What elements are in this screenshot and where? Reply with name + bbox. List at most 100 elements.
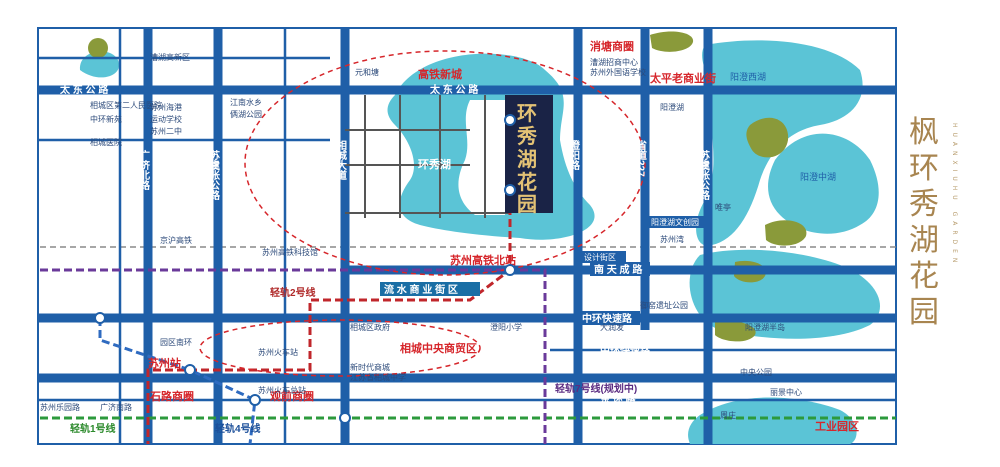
area-shejiejie: 设计街区: [584, 252, 616, 262]
place-label: 园区南环: [160, 337, 192, 347]
place-label: 苏州外国语学校: [590, 67, 646, 77]
lake-huanxiuhu-inner: [458, 100, 505, 215]
project-char-5: 园: [517, 192, 537, 216]
place-label: 苏州高铁科技馆: [262, 247, 318, 257]
place-label: 唯亭: [715, 202, 731, 212]
road-label-sumao-east: 苏虞张公路: [698, 149, 710, 201]
road-label-guangji: 广济北路: [138, 149, 150, 191]
island-5: [715, 320, 756, 342]
island-3: [765, 220, 807, 246]
project-char-3: 湖: [517, 147, 537, 171]
project-char-1: 环: [517, 101, 537, 125]
place-label: 漕湖招商中心: [590, 57, 638, 67]
road-label-chengyang: 澄阳路: [568, 139, 580, 171]
place-label: 苏州二中: [150, 126, 182, 136]
metro-station-icon: [249, 394, 261, 406]
local-grid: [345, 95, 510, 218]
area-shishang: 石路商圈: [149, 389, 194, 403]
place-label: 运动学校: [150, 114, 182, 124]
island-6: [88, 38, 108, 58]
road-label-nantian: 南 天 成 路: [594, 263, 643, 276]
metro-label-line2: 轻轨2号线: [270, 286, 316, 299]
project-char-2: 秀: [516, 124, 537, 148]
metro-line-7: [40, 268, 547, 444]
place-label: 大润发: [600, 322, 624, 332]
area-gaotie-xincheng: 高铁新城: [418, 67, 462, 81]
brand-char: 枫: [909, 115, 939, 150]
cbd-zone-ellipse: [199, 319, 481, 377]
place-label: 江苏省相城中学: [350, 372, 406, 382]
area-yangcheng-zhonghu: 阳澄中湖: [800, 171, 836, 182]
island-2: [650, 31, 694, 52]
place-label: 苏州湾: [660, 234, 684, 244]
island-1: [746, 117, 789, 158]
place-label: 御窑遗址公园: [640, 300, 688, 310]
road-tag-nantian-bg: [590, 262, 650, 276]
place-label: 相城医院: [90, 137, 122, 147]
road-label-taidong-mid: 太 东 公 路: [429, 83, 479, 96]
area-yangcheng-xihu: 阳澄西湖: [730, 71, 766, 82]
place-label: 苏州火车总站: [258, 385, 306, 395]
place-label: 丽景中心: [770, 387, 802, 397]
brand-char: 湖: [909, 223, 939, 258]
metro-line-4: [98, 318, 257, 445]
road-label-xiangcheng: 相城大道: [335, 139, 347, 181]
station-jinghu: 京沪高铁: [160, 235, 192, 245]
place-label: 新时代商城: [350, 362, 390, 372]
place-label: 江南水乡: [230, 97, 262, 107]
place-label: 阳澄湖: [660, 102, 684, 112]
area-xiaotang: 消塘商圈: [590, 39, 634, 53]
road-label-shengcheng: 省道227: [635, 139, 648, 177]
road-label-zhonghuan-east: 中环快速路: [600, 344, 651, 357]
area-liushui-bg: [380, 282, 480, 296]
area-xiangcheng-cbd: 相城中央商贸区: [400, 341, 477, 355]
brand-subtitle: HUANXIUHU GARDEN: [951, 123, 958, 268]
place-label: 俩湖公园: [230, 109, 262, 119]
lake-yangcheng-mid: [768, 133, 879, 234]
metro-label-line7: 轻轨7号线(规划中): [555, 382, 637, 395]
station-suzhou: 苏州站: [148, 356, 181, 370]
metro-station-icon: [504, 264, 516, 276]
road-label-sumao: 苏虞张公路: [208, 149, 220, 201]
area-wenchuang-bg: [648, 216, 708, 228]
place-label: 澄阳小学: [490, 322, 522, 332]
road-label-zhonghuan: 中环快速路: [582, 312, 633, 325]
road-tag-zhonghuan-bg: [578, 311, 640, 325]
place-label: 广济南路: [100, 402, 132, 412]
road-label-dongshan: 东 环 路: [600, 393, 637, 406]
place-label: 相城区第二人民医院: [90, 100, 162, 110]
place-label: 中环新苑: [90, 114, 122, 124]
place-label: 苏州海港: [150, 102, 182, 112]
brand-char: 秀: [909, 187, 939, 222]
vertical-roads-thin: [118, 28, 287, 444]
metro-station-icon: [504, 184, 516, 196]
gaotie-zone-ellipse: [244, 50, 646, 276]
station-suzhou-gaotie: 苏州高铁北站: [450, 253, 516, 267]
area-taiping: 太平老商业街: [649, 71, 716, 85]
place-label: 苏州乐园路: [40, 402, 80, 412]
area-huanxiuhu: 环秀湖: [418, 157, 451, 171]
place-label: 漕湖高新区: [150, 52, 190, 62]
place-label: 周庄: [720, 410, 736, 420]
road-label-taidong-left: 太 东 公 路: [59, 83, 109, 96]
lake-jinji: [688, 397, 857, 444]
place-label: 苏州火车站: [258, 347, 298, 357]
area-yangcheng-wenchuang: 阳澄湖文创园: [651, 217, 699, 227]
area-liushui: 流 水 商 业 街 区: [384, 283, 458, 296]
metro-label-line4: 轻轨4号线: [215, 422, 261, 435]
vertical-roads: [143, 28, 713, 444]
metro-station-icon: [339, 412, 351, 424]
brand-char: 园: [909, 295, 939, 330]
area-gongyeyuan: 工业园区: [815, 419, 859, 433]
area-guanqian: 观前商圈: [270, 389, 314, 403]
brand-char: 环: [909, 151, 939, 186]
metro-label-line1: 轻轨1号线: [70, 422, 116, 435]
brand-char: 花: [909, 259, 939, 294]
metro-station-icon: [94, 312, 106, 324]
place-label: 阳澄湖半岛: [745, 322, 785, 332]
place-label: 中央公园: [740, 367, 772, 377]
place-label: 相城区政府: [350, 322, 390, 332]
brand-logo: 枫 环 秀 湖 花 园 HUANXIUHU GARDEN: [905, 115, 965, 345]
place-label: 元和塘: [355, 67, 379, 77]
